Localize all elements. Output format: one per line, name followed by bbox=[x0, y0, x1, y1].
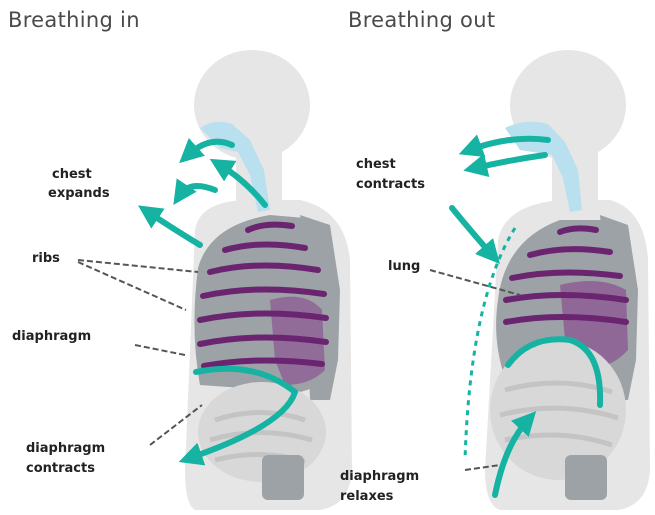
label-diaphragm: diaphragm bbox=[12, 329, 91, 344]
label-lung: lung bbox=[388, 259, 420, 274]
label-chest-contracts-line2: contracts bbox=[356, 177, 425, 192]
label-diaphragm-relaxes-line1: diaphragm bbox=[340, 469, 419, 484]
hip-out bbox=[565, 455, 607, 500]
label-diaphragm-contracts-line1: diaphragm bbox=[26, 441, 105, 456]
leaders-in bbox=[78, 260, 202, 445]
label-chest-expands-line2: expands bbox=[48, 186, 110, 201]
figure-breathing-in: chest expands ribs diaphragm diaphragm c… bbox=[12, 50, 352, 510]
label-chest-contracts-line1: chest bbox=[356, 157, 396, 172]
label-chest-expands-line1: chest bbox=[52, 167, 92, 182]
label-diaphragm-contracts-line2: contracts bbox=[26, 461, 95, 476]
label-ribs: ribs bbox=[32, 251, 60, 266]
label-diaphragm-relaxes-line2: relaxes bbox=[340, 489, 394, 504]
figure-breathing-out: chest contracts lung diaphragm relaxes bbox=[340, 50, 650, 510]
hip-in bbox=[262, 455, 304, 500]
